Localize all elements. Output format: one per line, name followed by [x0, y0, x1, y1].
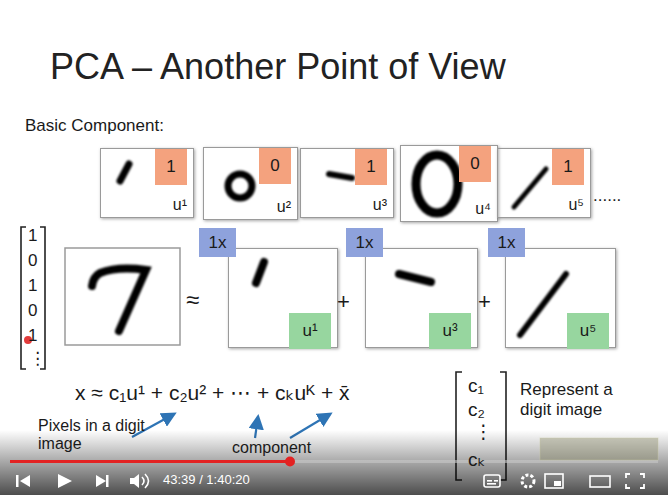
badge-text: 0	[270, 156, 279, 176]
section-heading: Basic Component:	[25, 116, 164, 136]
component-name: u⁴	[475, 200, 491, 218]
note: Pixels in a digit image	[38, 417, 178, 454]
vector-entry: ⋮	[29, 349, 46, 369]
badge-text: 1x	[209, 233, 227, 253]
coefficient-badge: 1	[355, 149, 387, 185]
coefficient-badge: 1x	[488, 228, 525, 257]
badge-text: u⁵	[580, 321, 597, 341]
image-box: u¹ 1	[100, 148, 194, 218]
component-name: u⁵	[568, 196, 584, 214]
pca-formula: x ≈ c₁u¹ + c₂u² + ⋯ + cₖuᴷ + x̄	[75, 381, 350, 405]
component-name: u¹	[173, 196, 187, 214]
component-name: u²	[277, 198, 291, 216]
digit-frame	[65, 248, 180, 345]
image-box: 1xu¹	[228, 248, 338, 348]
vector-entry: 1	[28, 226, 37, 246]
badge-text: 1	[166, 157, 175, 177]
coefficient: c₂	[468, 399, 485, 421]
coefficient-badge: 0	[259, 148, 291, 184]
coefficient: c₁	[468, 375, 484, 397]
badge-text: u¹	[302, 321, 317, 341]
coefficient-badge: 1	[155, 149, 187, 185]
image-box: 1xu⁵	[505, 248, 616, 348]
approx-sign: ≈	[186, 286, 199, 314]
image-box: 1xu³	[365, 248, 478, 348]
badge-text: 1x	[356, 233, 374, 253]
coefficient-badge: 1x	[199, 228, 236, 257]
ellipsis: ......	[593, 186, 621, 206]
badge-text: 1	[563, 157, 572, 177]
vector-entry: 0	[28, 301, 37, 321]
coefficient-badge: 1x	[346, 228, 383, 257]
image-box: u⁵ 1	[497, 148, 591, 218]
badge-text: 0	[470, 154, 479, 174]
plus-sign: +	[337, 289, 350, 314]
vector-entry: 1	[28, 326, 37, 346]
coefficient: ⋮	[474, 421, 493, 443]
coefficient-badge: 0	[459, 146, 491, 182]
component-name: u³	[373, 196, 387, 214]
vector-bracket	[40, 227, 45, 369]
video-time: 43:39 / 1:40:20	[163, 473, 250, 488]
coefficient-badge: 1	[552, 149, 584, 185]
coefficient-badge: u⁵	[567, 313, 609, 349]
vector-bracket	[21, 227, 26, 369]
coefficient-badge: u³	[429, 313, 471, 349]
badge-text: u³	[442, 321, 457, 341]
badge-text: 1	[366, 157, 375, 177]
slide-title: PCA – Another Point of View	[50, 46, 506, 88]
badge-text: 1x	[498, 233, 516, 253]
coefficient-badge: u¹	[289, 313, 331, 349]
note: Represent a digit image	[520, 380, 640, 419]
image-box: u⁴ 0	[400, 145, 498, 222]
coefficient: cₖ	[468, 449, 486, 471]
note: component	[232, 439, 311, 457]
vector-entry: 0	[28, 251, 37, 271]
image-box: u³ 1	[300, 148, 394, 218]
image-box: u² 0	[203, 147, 298, 220]
vector-entry: 1	[28, 276, 37, 296]
plus-sign: +	[478, 289, 491, 314]
